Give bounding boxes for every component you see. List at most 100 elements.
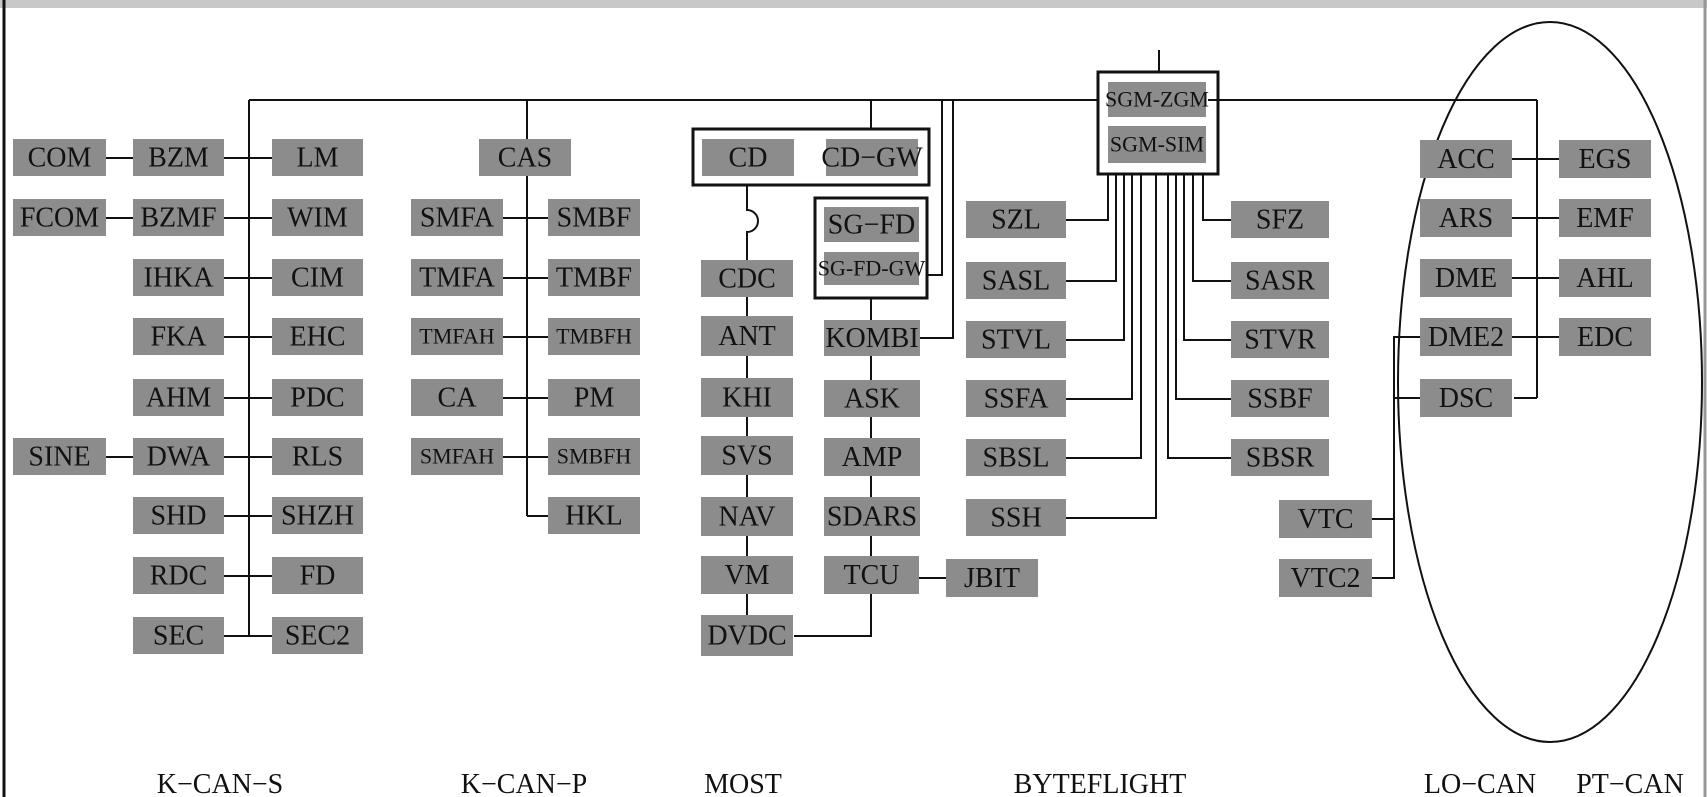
node-box — [411, 318, 503, 355]
node-fcom: FCOM — [13, 199, 106, 236]
label-k-can-p: K−CAN−P — [461, 769, 588, 797]
node-box — [966, 380, 1066, 417]
node-box — [411, 379, 503, 416]
node-label: KOMBI — [825, 323, 918, 354]
node-dme: DME — [1420, 259, 1512, 297]
node-smbf: SMBF — [548, 199, 640, 236]
node-emf: EMF — [1559, 199, 1651, 237]
cd-group-frame — [691, 127, 931, 187]
node-label: SHD — [150, 501, 206, 532]
node-tmbfh: TMBFH — [548, 318, 640, 355]
node-wim: WIM — [272, 199, 363, 236]
node-label: STVL — [981, 325, 1051, 356]
node-box — [1559, 318, 1651, 356]
node-sgm-sim: SGM-SIM — [1108, 126, 1206, 163]
node-tcu: TCU — [824, 556, 919, 594]
label-lo-can: LO−CAN — [1424, 769, 1536, 797]
node-label: ACC — [1437, 144, 1495, 175]
node-ihka: IHKA — [133, 259, 224, 296]
node-box — [133, 557, 224, 594]
node-label: TMBFH — [556, 324, 632, 349]
bus-labels: K−CAN−S K−CAN−P MOST BYTEFLIGHT LO−CAN P… — [157, 769, 1684, 797]
node-label: BZMF — [140, 203, 216, 234]
node-sfz: SFZ — [1231, 201, 1329, 238]
node-box — [826, 139, 918, 176]
node-cas: CAS — [479, 139, 571, 176]
node-box — [272, 438, 363, 475]
node-kombi: KOMBI — [824, 320, 920, 356]
node-box — [13, 139, 106, 176]
node-label: IHKA — [144, 263, 215, 294]
node-box — [701, 497, 793, 536]
node-box — [1231, 201, 1329, 238]
node-label: EMF — [1576, 203, 1634, 234]
node-com: COM — [13, 139, 106, 176]
node-label: DVDC — [707, 621, 786, 652]
node-label: CD — [729, 143, 768, 174]
node-box — [1108, 82, 1206, 117]
node-dsc: DSC — [1420, 379, 1512, 417]
node-label: CDC — [718, 264, 776, 295]
node-box — [1420, 259, 1512, 297]
node-ehc: EHC — [272, 318, 363, 355]
node-label: SEC2 — [285, 621, 350, 652]
node-box — [272, 199, 363, 236]
node-label: CA — [438, 383, 478, 414]
sg-fd-group-frame — [813, 196, 929, 300]
node-label: DSC — [1439, 383, 1493, 414]
node-box — [1559, 259, 1651, 297]
node-box — [946, 559, 1038, 597]
node-shd: SHD — [133, 497, 224, 534]
node-dvdc: DVDC — [701, 615, 793, 656]
node-label: SBSL — [983, 443, 1050, 474]
node-cim: CIM — [272, 259, 363, 296]
node-ssfa: SSFA — [966, 380, 1066, 417]
node-box — [701, 556, 793, 594]
node-box — [548, 199, 640, 236]
node-label: SMFA — [420, 203, 495, 234]
node-box — [1420, 199, 1512, 237]
node-nav: NAV — [701, 497, 793, 536]
node-cd: CD — [702, 139, 794, 176]
node-dme2: DME2 — [1420, 318, 1512, 356]
node-label: VTC2 — [1291, 563, 1361, 594]
node-svs: SVS — [701, 436, 793, 475]
node-label: EGS — [1579, 144, 1632, 175]
node-box — [13, 438, 106, 475]
node-box — [272, 379, 363, 416]
node-box — [1420, 379, 1512, 417]
node-box — [824, 320, 920, 356]
node-sbsl: SBSL — [966, 439, 1066, 476]
node-label: RDC — [150, 561, 208, 592]
node-sine: SINE — [13, 438, 106, 475]
node-sgm-zgm: SGM-ZGM — [1105, 82, 1209, 117]
node-box — [272, 617, 363, 654]
node-stvr: STVR — [1231, 321, 1329, 358]
node-vtc: VTC — [1279, 500, 1372, 538]
node-ant: ANT — [701, 316, 793, 356]
node-sec: SEC — [133, 617, 224, 654]
node-box — [548, 318, 640, 355]
node-box — [411, 199, 503, 236]
node-label: SHZH — [281, 501, 354, 532]
node-jbit: JBIT — [946, 559, 1038, 597]
node-sg-fd: SG−FD — [824, 207, 919, 242]
node-cd-gw: CD−GW — [821, 139, 923, 176]
node-stvl: STVL — [966, 321, 1066, 358]
node-box — [824, 497, 920, 536]
node-cdc: CDC — [701, 260, 793, 297]
node-label: SMFAH — [420, 444, 494, 469]
node-label: ANT — [718, 321, 776, 352]
node-rls: RLS — [272, 438, 363, 475]
node-box — [1231, 321, 1329, 358]
node-ssbf: SSBF — [1231, 380, 1329, 417]
node-box — [1420, 318, 1512, 356]
node-label: FKA — [150, 322, 207, 353]
label-k-can-s: K−CAN−S — [157, 769, 284, 797]
node-amp: AMP — [824, 438, 920, 476]
node-box — [548, 438, 640, 475]
node-label: SSH — [990, 503, 1041, 534]
label-pt-can: PT−CAN — [1576, 769, 1684, 797]
node-label: AHL — [1576, 263, 1634, 294]
